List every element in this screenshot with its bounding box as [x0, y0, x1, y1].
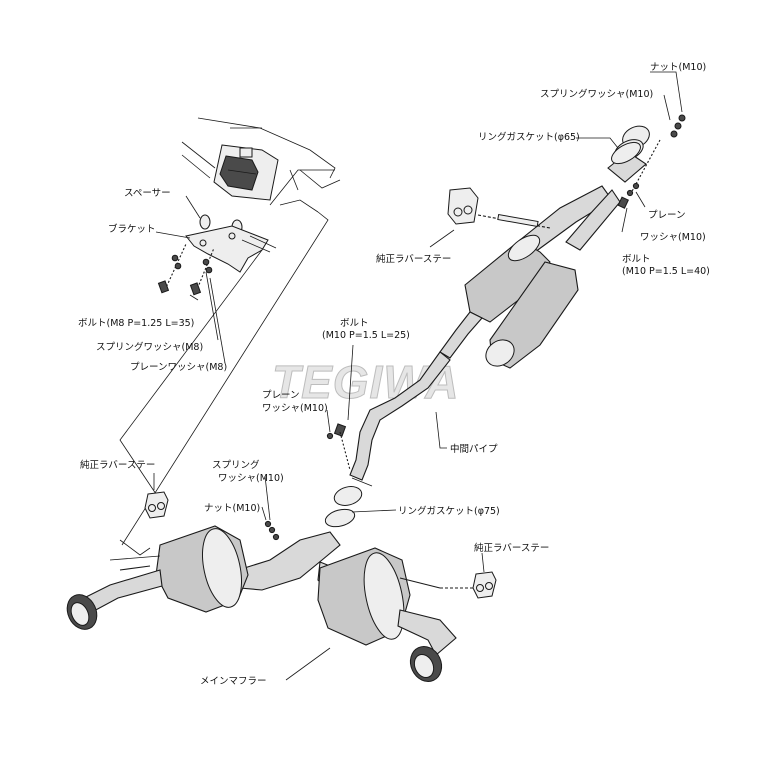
label-rubber-stay-left: 純正ラバーステー — [80, 459, 155, 471]
label-nut-top: ナット(M10) — [650, 62, 706, 73]
leader-lines — [153, 71, 683, 681]
m8-bolt-stack — [157, 243, 215, 296]
label-plain-washer-right-2: ワッシャ(M10) — [640, 232, 706, 243]
label-main-muffler: メインマフラー — [200, 676, 267, 687]
label-bracket: ブラケット — [108, 223, 156, 235]
label-spring-washer-mid-1: スプリング — [212, 459, 260, 471]
label-plain-washer-m8: プレーンワッシャ(M8) — [130, 362, 227, 373]
top-fastener-stack — [617, 114, 686, 209]
label-bolt-mid-1: ボルト — [340, 318, 369, 329]
mid-fastener-stack — [326, 423, 351, 471]
part-labels: ナット(M10) スプリングワッシャ(M10) リングガスケット(φ65) プレ… — [78, 62, 710, 687]
ring-gasket-65-part — [611, 141, 641, 165]
label-rubber-stay-top: 純正ラバーステー — [376, 253, 451, 265]
label-plain-washer-mid-2: ワッシャ(M10) — [262, 403, 328, 414]
label-rubber-stay-right: 純正ラバーステー — [474, 542, 549, 554]
rubber-stay-left — [144, 491, 169, 519]
label-bolt-m8: ボルト(M8 P=1.25 L=35) — [78, 318, 194, 329]
label-spring-washer-m8: スプリングワッシャ(M8) — [96, 341, 203, 353]
center-pipe-body — [349, 351, 451, 487]
label-spacer: スペーサー — [124, 188, 171, 199]
ring-gasket-75-part — [324, 486, 363, 528]
body-mount-bracket — [213, 144, 279, 201]
label-bolt-right-1: ボルト — [622, 254, 651, 265]
vehicle-body-outline — [181, 117, 341, 213]
label-spring-washer-mid-2: ワッシャ(M10) — [218, 473, 284, 484]
bracket-part — [185, 225, 277, 273]
lower-fastener-stack — [264, 520, 280, 541]
main-muffler-assembly — [66, 525, 457, 683]
label-center-pipe: 中間パイプ — [450, 443, 498, 455]
label-bolt-right-2: (M10 P=1.5 L=40) — [622, 266, 710, 277]
label-ring-gasket-65: リングガスケット(φ65) — [478, 131, 580, 143]
alignment-lines — [119, 211, 329, 556]
label-ring-gasket-75: リングガスケット(φ75) — [398, 505, 500, 517]
rubber-stay-right — [440, 571, 497, 599]
label-plain-washer-mid-1: プレーン — [262, 390, 300, 401]
label-nut-mid: ナット(M10) — [204, 503, 260, 514]
label-bolt-mid-2: (M10 P=1.5 L=25) — [322, 330, 410, 341]
label-spring-washer-top: スプリングワッシャ(M10) — [540, 88, 653, 100]
label-plain-washer-right-1: プレーン — [648, 210, 686, 221]
center-resonator — [439, 234, 579, 369]
rubber-stay-top — [447, 187, 551, 229]
